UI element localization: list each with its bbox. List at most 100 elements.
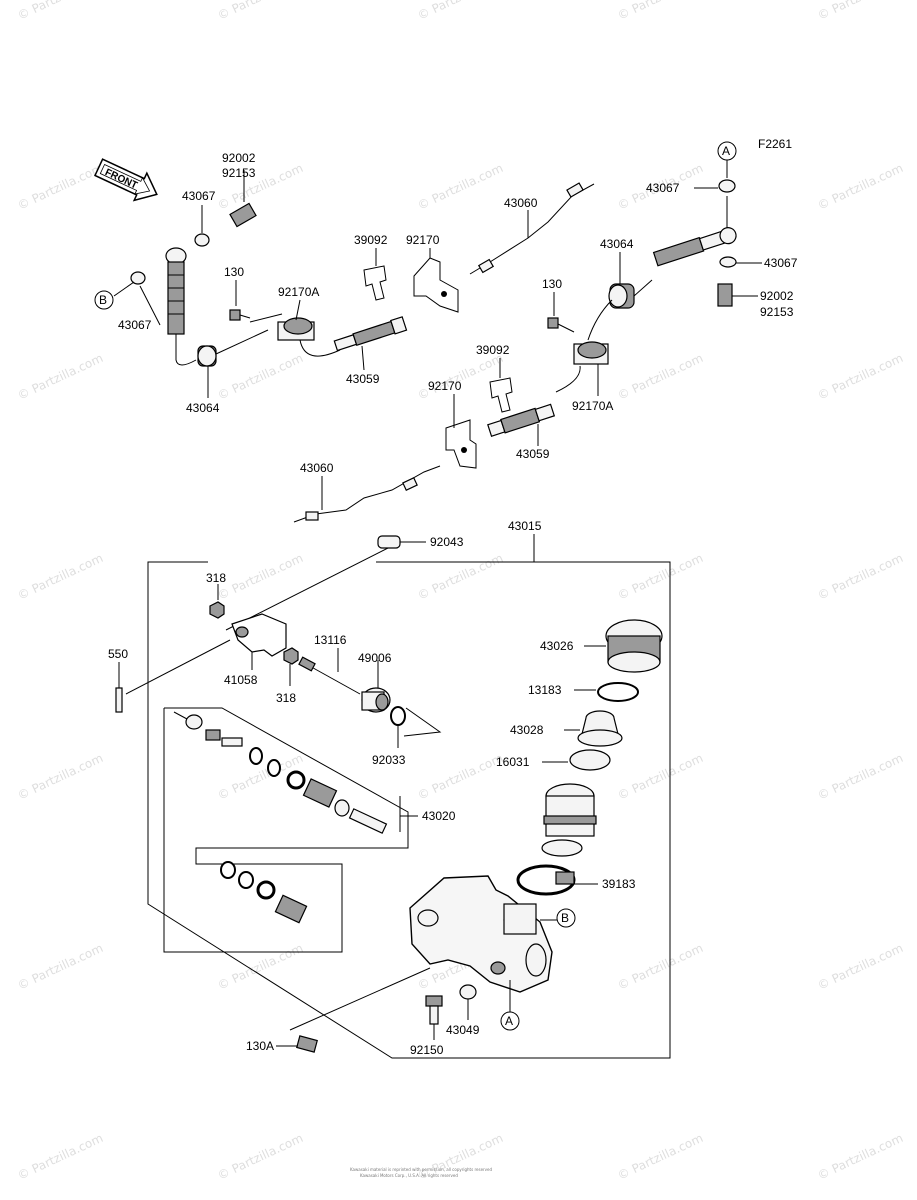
clamp-92170a-left (249, 313, 315, 341)
clevis-41058 (231, 613, 287, 657)
cable-43059-left (333, 316, 408, 352)
watermark-text: © Partzilla.com (215, 941, 305, 993)
gasket-13183 (597, 682, 639, 702)
watermark-text: © Partzilla.com (15, 551, 105, 603)
label-43064-right: 43064 (600, 237, 634, 251)
label-43015: 43015 (508, 519, 542, 533)
washer-43067-b (130, 271, 146, 285)
callout-b-top-letter: B (99, 293, 107, 307)
watermark-text: © Partzilla.com (615, 941, 705, 993)
washer-43067-a (718, 179, 736, 193)
callout-a-top-letter: A (722, 144, 730, 158)
label-130-right: 130 (542, 277, 562, 291)
callout-b-top (94, 290, 114, 310)
nut-318-bottom (283, 647, 299, 665)
callout-b-lower (556, 908, 576, 928)
watermark-text: © Partzilla.com (15, 941, 105, 993)
watermark-text: © Partzilla.com (815, 351, 905, 403)
callout-a-lower (500, 1011, 520, 1031)
label-43020: 43020 (422, 809, 456, 823)
label-92043: 92043 (430, 535, 464, 549)
label-92153-right: 92153 (760, 305, 794, 319)
washer-43049 (459, 984, 477, 1000)
kit-piston-row-lower (220, 861, 308, 924)
label-43067-a: 43067 (646, 181, 680, 195)
grommet-43064-left (197, 345, 217, 367)
label-13183: 13183 (528, 683, 562, 697)
kit-piston-row-upper (185, 714, 388, 834)
label-92170-left: 92170 (406, 233, 440, 247)
watermark-text: © Partzilla.com (615, 351, 705, 403)
label-43026: 43026 (540, 639, 574, 653)
label-43060-top: 43060 (504, 196, 538, 210)
watermark-text: © Partzilla.com (215, 1131, 305, 1183)
label-16031: 16031 (496, 755, 530, 769)
label-92033: 92033 (372, 753, 406, 767)
cotter-pin-550 (115, 687, 123, 713)
label-318-bottom: 318 (276, 691, 296, 705)
watermark-text: © Partzilla.com (815, 551, 905, 603)
label-92002-right: 92002 (760, 289, 794, 303)
clip-39092-left (363, 265, 387, 301)
watermark-text: © Partzilla.com (15, 351, 105, 403)
label-43064-left: 43064 (186, 401, 220, 415)
hose-fitting-left (165, 247, 197, 366)
plate-16031 (569, 749, 611, 771)
label-43059-left: 43059 (346, 372, 380, 386)
label-318-top: 318 (206, 571, 226, 585)
label-43067-top-left: 43067 (182, 189, 216, 203)
bracket-92170-left (413, 257, 459, 313)
label-43059-mid: 43059 (516, 447, 550, 461)
watermark-text: © Partzilla.com (415, 551, 505, 603)
hose-clamp-39183 (516, 864, 576, 896)
watermark-text: © Partzilla.com (615, 751, 705, 803)
watermark-text: © Partzilla.com (615, 0, 705, 23)
label-39092-left: 39092 (354, 233, 388, 247)
watermark-text: © Partzilla.com (215, 351, 305, 403)
cable-43059-mid (487, 403, 556, 437)
watermark-text: © Partzilla.com (815, 161, 905, 213)
watermark-text: © Partzilla.com (215, 551, 305, 603)
bolt-130a (296, 1035, 318, 1053)
label-92002-top: 92002 (222, 151, 256, 165)
callout-a-lower-letter: A (505, 1014, 513, 1028)
label-92153-top: 92153 (222, 166, 256, 180)
bracket-92170-mid (445, 419, 477, 469)
watermark-text: © Partzilla.com (215, 0, 305, 23)
footer-line-2: Kawasaki Motors Corp., U.S.A. All rights… (360, 1173, 458, 1178)
reservoir-body (541, 783, 597, 857)
assembly-frame-43015 (147, 561, 671, 1059)
label-39183: 39183 (602, 877, 636, 891)
watermark-text: © Partzilla.com (15, 1131, 105, 1183)
label-130-left: 130 (224, 265, 244, 279)
reservoir-cap-43026 (605, 619, 663, 673)
watermark-text: © Partzilla.com (815, 941, 905, 993)
clamp-92170a-right (573, 341, 609, 365)
label-13116: 13116 (314, 633, 347, 647)
nut-318-top (209, 601, 225, 619)
label-92150: 92150 (410, 1043, 444, 1057)
footer-line-1: Kawasaki material is reprinted with perm… (350, 1167, 493, 1172)
washer-43067-top (194, 233, 210, 247)
label-43067-right: 43067 (764, 256, 798, 270)
watermark-text: © Partzilla.com (415, 161, 505, 213)
front-arrow-icon: FRONT (94, 158, 158, 202)
repair-kit-frame-43020 (163, 707, 409, 953)
pipe-43060-top (469, 182, 595, 275)
bolt-92150 (425, 995, 443, 1025)
watermark-text: © Partzilla.com (15, 751, 105, 803)
pipe-43060-lower (293, 465, 441, 523)
label-41058: 41058 (224, 673, 258, 687)
label-43067-b: 43067 (118, 318, 152, 332)
label-43049: 43049 (446, 1023, 480, 1037)
label-92170-mid: 92170 (428, 379, 462, 393)
watermark-text: © Partzilla.com (415, 0, 505, 23)
master-cylinder-body (409, 875, 553, 993)
watermark-text: © Partzilla.com (615, 551, 705, 603)
watermark-text: © Partzilla.com (815, 751, 905, 803)
label-43028: 43028 (510, 723, 544, 737)
bolt-130-right (547, 317, 559, 329)
label-43060-lower: 43060 (300, 461, 334, 475)
push-rod-13116 (298, 656, 361, 695)
watermark-text: © Partzilla.com (415, 751, 505, 803)
